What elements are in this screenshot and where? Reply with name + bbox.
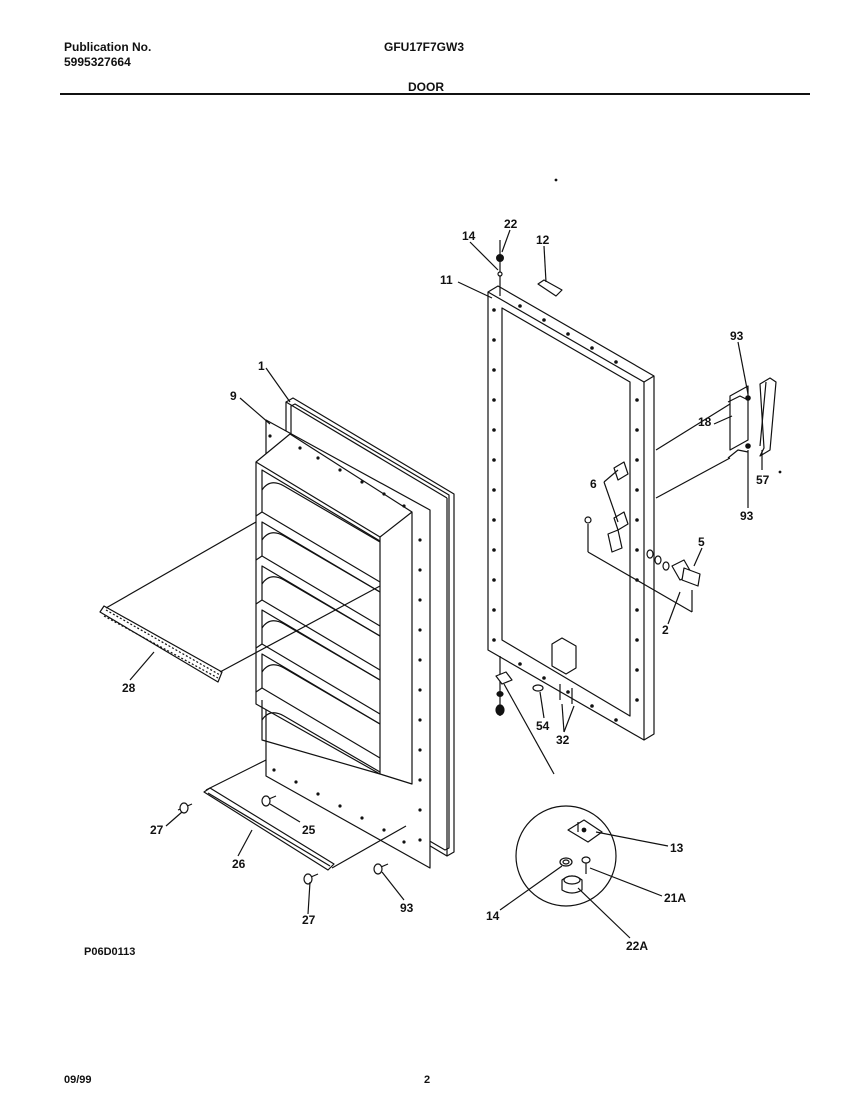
- screw-93-bottom: [373, 863, 389, 875]
- revision-date: 09/99: [64, 1074, 92, 1086]
- page-number: 2: [424, 1074, 431, 1086]
- callout-5: 5: [698, 535, 705, 549]
- callout-2: 2: [662, 623, 669, 637]
- callout-22a: 22A: [626, 939, 648, 953]
- label-plate: [537, 279, 563, 297]
- screw-25: [261, 795, 277, 807]
- door-shelf-rail: [99, 521, 381, 683]
- callout-14-detail: 14: [486, 909, 500, 923]
- section-title: DOOR: [408, 80, 444, 94]
- leader-lines: [129, 229, 763, 939]
- callout-21a: 21A: [664, 891, 686, 905]
- top-hinge-hardware: [496, 240, 505, 296]
- callout-25: 25: [302, 823, 316, 837]
- callout-22: 22: [504, 217, 518, 231]
- screw-27-bottom: [303, 873, 319, 885]
- drawing-code: P06D0113: [84, 946, 136, 958]
- bottom-hinge-detail: [503, 683, 617, 907]
- callout-labels: 1 9 28 27 25 26 27 93 14 22 12 11 93 18 …: [122, 217, 770, 953]
- screw-27-left: [177, 802, 193, 814]
- door-liner: [255, 419, 431, 869]
- callout-11: 11: [440, 273, 453, 287]
- callout-9: 9: [230, 389, 237, 403]
- callout-12: 12: [536, 233, 550, 247]
- callout-27-bottom: 27: [302, 913, 316, 927]
- callout-32: 32: [556, 733, 570, 747]
- bottom-hinge-hardware: [495, 656, 573, 716]
- callout-57: 57: [756, 473, 770, 487]
- door-stop-blocks: [613, 461, 629, 531]
- callout-93-bottom: 93: [400, 901, 414, 915]
- callout-26: 26: [232, 857, 246, 871]
- bottom-shelf-rail: [203, 759, 407, 871]
- hinge-cover: [759, 377, 777, 457]
- hinge-bracket: [655, 385, 751, 499]
- model-number: GFU17F7GW3: [384, 40, 465, 54]
- publication-number: 5995327664: [64, 55, 131, 69]
- header-rule: [60, 93, 810, 95]
- outer-door-panel: [487, 285, 655, 741]
- callout-18: 18: [698, 415, 712, 429]
- publication-label: Publication No.: [64, 40, 152, 54]
- callout-14-top: 14: [462, 229, 476, 243]
- lock-assembly: [584, 516, 701, 613]
- callout-1: 1: [258, 359, 265, 373]
- callout-54: 54: [536, 719, 550, 733]
- callout-13: 13: [670, 841, 684, 855]
- callout-93-mid: 93: [740, 509, 754, 523]
- callout-28: 28: [122, 681, 136, 695]
- callout-93-top: 93: [730, 329, 744, 343]
- callout-6: 6: [590, 477, 597, 491]
- callout-27-left: 27: [150, 823, 164, 837]
